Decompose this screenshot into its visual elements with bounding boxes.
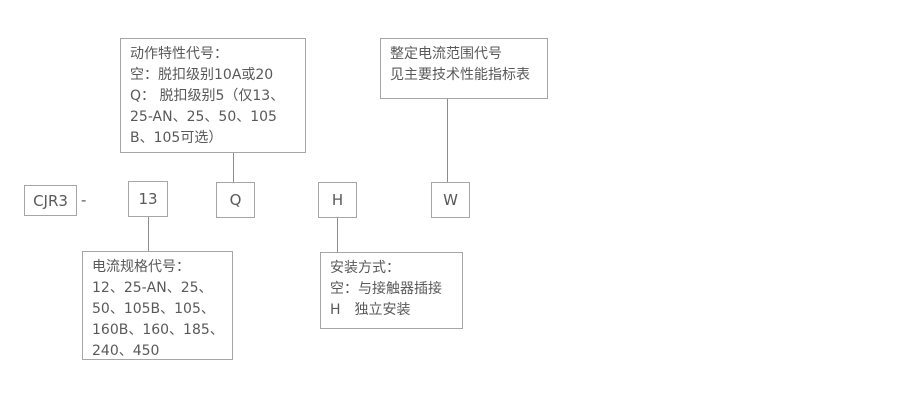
connector-action-to-q bbox=[233, 153, 234, 182]
callout-line: 12、25-AN、25、 bbox=[92, 280, 213, 296]
callout-line: 240、450 bbox=[92, 343, 160, 359]
callout-line: 空：与接触器插接 bbox=[330, 281, 442, 297]
callout-line: Q： 脱扣级别5（仅13、 bbox=[130, 88, 285, 104]
callout-action-characteristic: 动作特性代号： 空：脱扣级别10A或20 Q： 脱扣级别5（仅13、 25-AN… bbox=[120, 38, 306, 153]
code-box-prefix: CJR3 bbox=[24, 185, 77, 216]
callout-line: 安装方式： bbox=[330, 260, 400, 276]
connector-13-to-current-spec bbox=[148, 217, 149, 251]
code-box-current-spec: 13 bbox=[128, 181, 168, 217]
callout-line: 电流规格代号： bbox=[92, 259, 190, 275]
callout-current-range: 整定电流范围代号 见主要技术性能指标表 bbox=[380, 38, 548, 99]
callout-line: 50、105B、105、 bbox=[92, 301, 215, 317]
callout-line: 空：脱扣级别10A或20 bbox=[130, 67, 274, 83]
callout-line: 160B、160、185、 bbox=[92, 322, 224, 338]
callout-current-spec: 电流规格代号： 12、25-AN、25、 50、105B、105、 160B、1… bbox=[82, 251, 233, 360]
callout-line: H 独立安装 bbox=[330, 302, 411, 318]
callout-line: 动作特性代号： bbox=[130, 46, 228, 62]
connector-range-to-w bbox=[447, 99, 448, 182]
callout-line: 25-AN、25、50、105 bbox=[130, 109, 277, 125]
code-box-action-characteristic: Q bbox=[216, 182, 255, 218]
code-separator-dash: - bbox=[81, 191, 87, 209]
callout-line: 整定电流范围代号 bbox=[390, 46, 502, 62]
code-box-mounting: H bbox=[318, 182, 357, 218]
code-box-current-range: W bbox=[431, 182, 470, 218]
callout-line: 见主要技术性能指标表 bbox=[390, 67, 530, 83]
callout-line: B、105可选） bbox=[130, 130, 223, 146]
callout-mounting-type: 安装方式： 空：与接触器插接 H 独立安装 bbox=[320, 252, 463, 329]
connector-h-to-mounting bbox=[337, 218, 338, 252]
